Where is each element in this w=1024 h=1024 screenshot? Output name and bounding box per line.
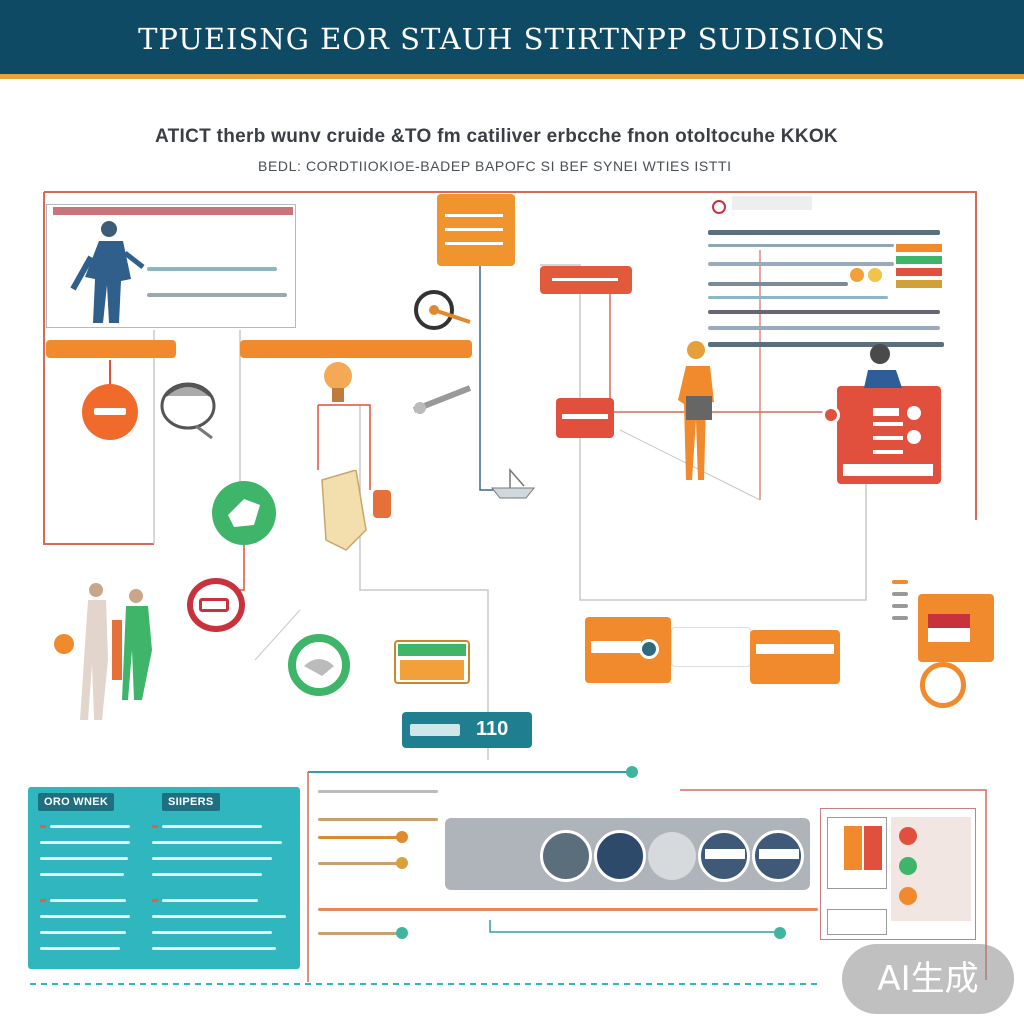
orange-block[interactable] — [585, 617, 671, 683]
teal-tag[interactable]: 110 — [402, 712, 532, 748]
list-row — [708, 296, 888, 299]
teal-info-panel: ORO WNEK SIIPERS — [28, 787, 300, 969]
side-list-icon — [892, 580, 908, 670]
monitor-card[interactable] — [837, 386, 941, 484]
orange-band-left — [46, 340, 176, 358]
header-bar — [0, 0, 1024, 78]
flow-node[interactable] — [774, 927, 786, 939]
emoji-icons — [850, 266, 888, 284]
orange-block-right[interactable] — [750, 630, 840, 684]
frame-top-line — [44, 191, 977, 520]
flow-row — [318, 932, 398, 935]
list-row — [708, 342, 944, 347]
process-step-1[interactable] — [540, 830, 592, 882]
red-badge[interactable] — [187, 578, 245, 632]
list-row — [708, 310, 940, 314]
person-figure-icon — [70, 221, 145, 323]
list-row — [708, 244, 894, 247]
white-connector-block — [671, 627, 751, 667]
list-row — [708, 282, 848, 286]
card-header-strip — [53, 207, 293, 215]
lightbulb-icon — [324, 362, 352, 402]
process-step-5[interactable] — [752, 830, 804, 882]
orange-info-card[interactable] — [437, 194, 515, 266]
orange-chip — [373, 490, 391, 518]
coin-icon — [920, 662, 966, 708]
list-row — [708, 230, 940, 235]
flow-row — [318, 818, 438, 821]
person-seated-icon — [864, 344, 902, 388]
card-line — [147, 293, 287, 297]
dashboard-card — [820, 808, 976, 940]
subtitle-line-1: ATICT therb wunv cruide &TO fm catiliver… — [155, 126, 838, 147]
tool-icon — [412, 385, 472, 414]
process-step-2[interactable] — [594, 830, 646, 882]
connector-m — [254, 609, 301, 661]
flow-row — [318, 862, 398, 865]
gear-icon — [414, 290, 471, 330]
mini-chart-card[interactable] — [394, 640, 470, 684]
flow-node[interactable] — [626, 766, 638, 778]
chart-icon[interactable] — [918, 594, 994, 662]
camera-icon — [160, 382, 216, 440]
person-standing-icon — [678, 341, 714, 480]
connector-i — [318, 404, 371, 490]
flow-node[interactable] — [396, 927, 408, 939]
teal-tag-label: 110 — [476, 718, 509, 740]
flow-node[interactable] — [396, 831, 408, 843]
record-dot-icon[interactable] — [712, 200, 726, 214]
connector-d — [479, 265, 500, 491]
boat-icon — [490, 468, 536, 499]
card-line — [147, 267, 277, 271]
document-sketch-icon — [321, 470, 367, 551]
flow-row — [318, 836, 398, 839]
red-label-pill[interactable] — [540, 266, 632, 294]
list-title-placeholder — [732, 196, 812, 210]
panel-label-right: SIIPERS — [162, 793, 220, 811]
subtitle-line-2: BEDL: CORDTIIOKIOE-BADEP BAPOFC SI BEF S… — [258, 158, 732, 174]
process-step-4[interactable] — [698, 830, 750, 882]
connector-c — [359, 405, 489, 760]
page-title: TPUEISNG EOR STAUH STIRTNPP SUDISIONS — [138, 22, 886, 56]
color-grid-icon — [896, 244, 942, 288]
list-row — [708, 326, 940, 330]
red-tag[interactable] — [556, 398, 614, 438]
monitor-knob — [822, 406, 840, 424]
connector-l — [489, 920, 780, 933]
flow-row — [318, 790, 438, 793]
flow-node[interactable] — [396, 857, 408, 869]
header-accent-rule — [0, 74, 1024, 79]
green-badge-top[interactable] — [212, 481, 276, 545]
orange-band-center — [240, 340, 472, 358]
orange-badge[interactable] — [82, 384, 138, 440]
profile-card — [46, 204, 296, 328]
people-illustration-icon — [54, 583, 152, 720]
green-badge-bottom[interactable] — [288, 634, 350, 696]
watermark-badge: AI生成 — [842, 944, 1014, 1014]
flow-row — [318, 908, 818, 911]
list-row — [708, 262, 894, 266]
panel-label-left: ORO WNEK — [38, 793, 115, 811]
frame-left-line — [43, 192, 154, 545]
connector-e — [540, 264, 867, 601]
process-step-3[interactable] — [648, 832, 696, 880]
frame-bottom-right — [680, 789, 987, 980]
